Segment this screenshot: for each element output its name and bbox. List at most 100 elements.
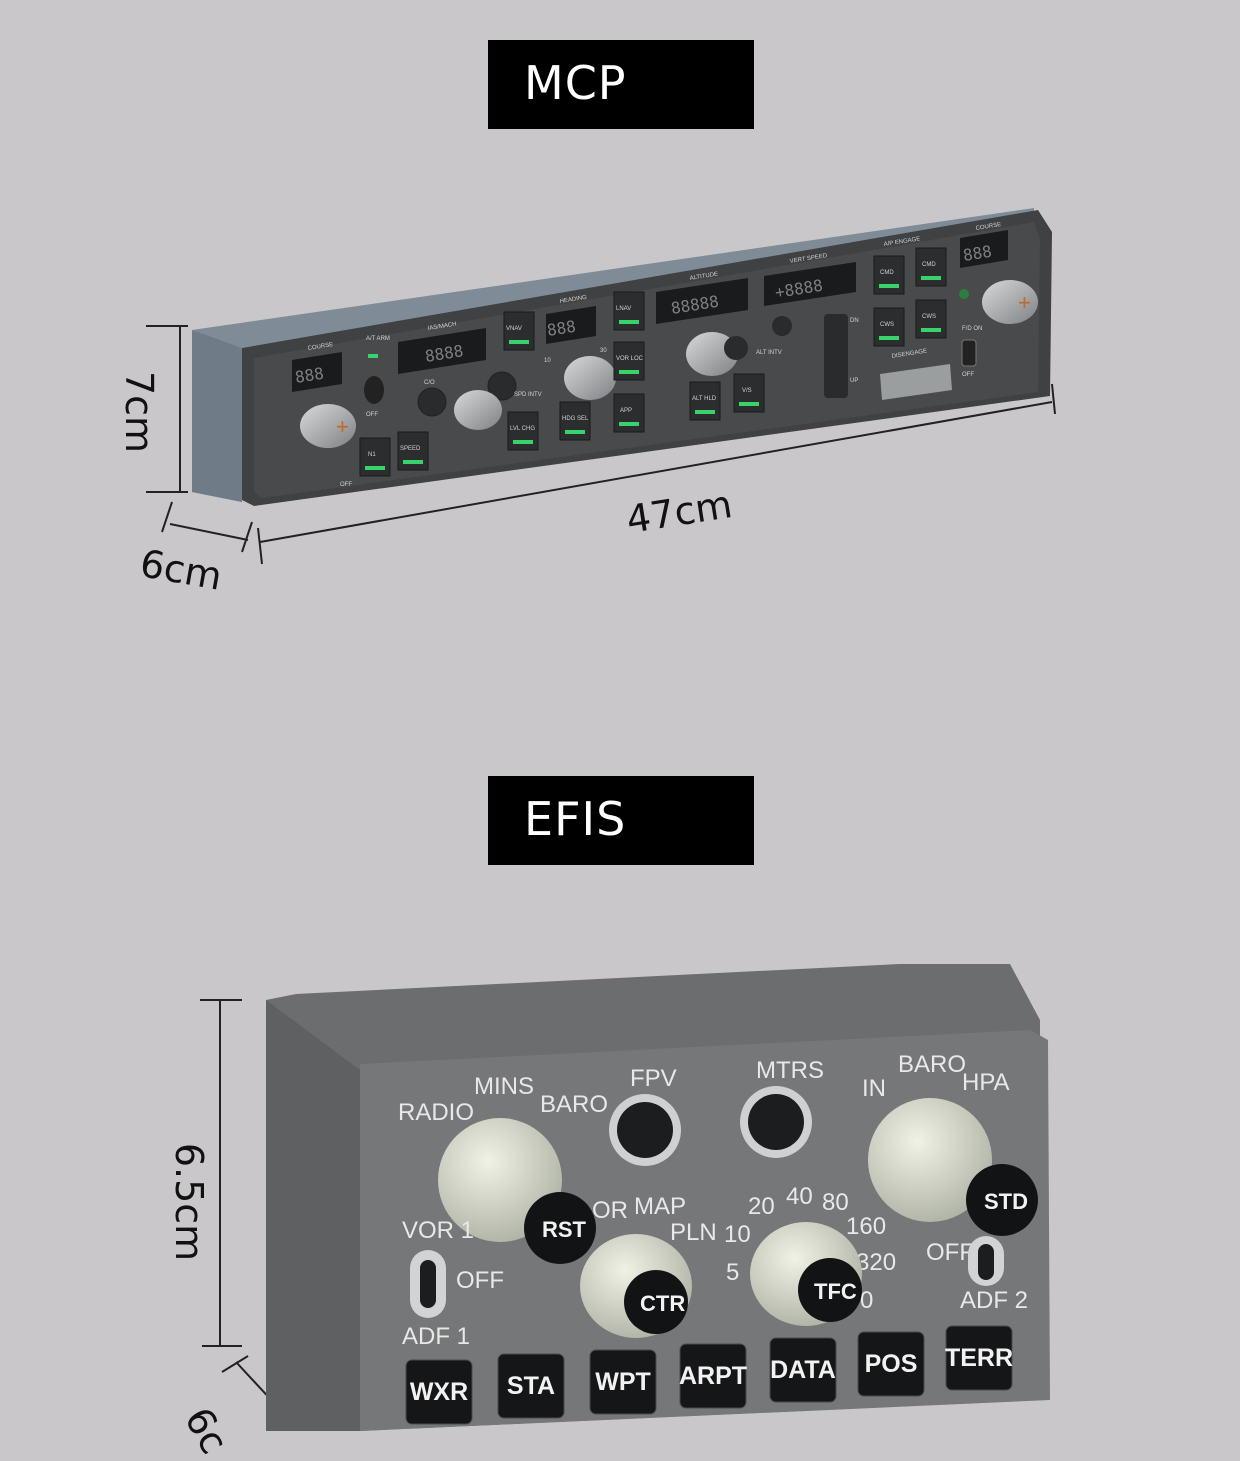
mcp-cws-a-button[interactable]: CWS [873,307,905,347]
efis-knob-std: STD [984,1189,1028,1214]
efis-label-hpa: HPA [962,1069,1010,1096]
mcp-label-disengage: DISENGAGE [891,348,927,360]
efis-key-arpt[interactable]: ARPT [679,1343,747,1409]
mcp-label-off-right: OFF [962,372,974,378]
mcp-label-lnav: LNAV [616,306,631,312]
efis-label-pln: PLN [670,1219,717,1246]
mcp-hdg-sel-button[interactable]: HDG SEL [559,401,591,441]
mcp-heading-knob[interactable] [564,356,616,400]
efis-key-label: STA [507,1372,555,1400]
mcp-cmd-b-button[interactable]: CMD [915,247,947,287]
mcp-label-dn: DN [850,318,859,324]
mcp-label-bank-10: 10 [544,358,551,364]
efis-key-terr[interactable]: TERR [945,1325,1013,1391]
mcp-alt-hld-button[interactable]: ALT HLD [689,381,721,421]
efis-fpv-button[interactable] [617,1102,673,1158]
efis-title: EFIS [524,792,627,846]
mcp-display-heading: 888 [546,317,578,340]
mcp-label-bank-30: 30 [600,348,607,354]
mcp-course-right-knob[interactable] [982,280,1038,324]
efis-label-map: MAP [634,1193,686,1220]
mcp-label-ap-engage: A/P ENGAGE [883,236,920,248]
mcp-fd-switch[interactable] [961,339,977,367]
mcp-height-label: 7cm [117,370,162,454]
efis-key-cap [857,1331,925,1397]
efis-label-vor1: VOR 1 [402,1217,474,1244]
efis-label-range-160: 160 [846,1213,886,1240]
efis-label-in: IN [862,1075,886,1102]
mcp-label-heading: HEADING [559,295,587,305]
mcp-alt-intv-button[interactable] [724,336,748,360]
mcp-n1-button[interactable]: N1 [359,437,391,477]
mcp-vs-thumbwheel[interactable] [824,314,848,398]
efis-mtrs-button[interactable] [748,1094,804,1150]
mcp-course-left: COURSE 888 [292,342,342,392]
efis-key-cap [497,1353,565,1419]
mcp-label-cws-a: CWS [880,322,894,328]
mcp-at-arm-light [368,354,378,358]
efis-key-data[interactable]: DATA [769,1337,837,1403]
mcp-lvl-chg-button[interactable]: LVL CHG [507,411,539,451]
mcp-label-ias-mach: IAS/MACH [427,322,457,332]
mcp-disengage-bar[interactable] [880,364,952,400]
efis-baro-knob[interactable] [868,1098,992,1222]
mcp-spd-intv-button[interactable] [487,371,517,401]
efis-label-range-640: 0 [860,1287,873,1314]
efis-label-mins: MINS [474,1073,534,1100]
plus-icon: + [1018,290,1031,315]
mcp-label-alt-intv: ALT INTV [756,350,782,356]
efis-label-adf1: ADF 1 [402,1323,470,1350]
mcp-display-course-left: 888 [294,364,326,387]
efis-label-baro-left: BARO [540,1091,608,1118]
efis-key-cap [679,1343,747,1409]
efis-key-cap [945,1325,1013,1391]
mcp-vor-loc-button[interactable]: VOR LOC [613,341,645,381]
efis-key-row: WXR STA WPT ARPT DATA POS TERR [405,1325,1013,1425]
efis-label-range-40: 40 [786,1183,813,1210]
efis-label-off1: OFF [456,1267,504,1294]
efis-key-sta[interactable]: STA [497,1353,565,1419]
efis-label-mtrs: MTRS [756,1057,824,1084]
efis-rst-button[interactable] [524,1192,596,1264]
efis-ctr-button[interactable] [624,1270,688,1334]
mcp-cmd-a-button[interactable]: CMD [873,255,905,295]
mcp-label-off-at: OFF [366,412,378,418]
mcp-vs-button[interactable]: V/S [733,373,765,413]
mcp-lnav-button[interactable]: LNAV [613,291,645,331]
mcp-speed-button[interactable]: SPEED [397,431,429,471]
efis-std-button[interactable] [966,1164,1038,1236]
efis-key-wpt[interactable]: WPT [589,1349,657,1415]
efis-knob-ctr: CTR [640,1291,685,1316]
efis-label-fpv: FPV [630,1065,677,1092]
mcp-label-vnav: VNAV [506,326,522,332]
mcp-co-button[interactable] [417,387,447,417]
mcp-label-course-left: COURSE [307,342,333,352]
mcp-label-up: UP [850,378,858,384]
mcp-app-button[interactable]: APP [613,393,645,433]
efis-key-cap [589,1349,657,1415]
mcp-label-cmd-b: CMD [922,262,936,268]
mcp-label-vert-speed: VERT SPEED [789,253,828,265]
efis-key-pos[interactable]: POS [857,1331,925,1397]
mcp-at-arm-switch[interactable] [364,376,384,404]
mcp-speed-knob[interactable] [454,390,502,430]
mcp-label-off-left: OFF [340,482,352,488]
mcp-course-left-knob[interactable] [300,404,356,448]
efis-key-wxr[interactable]: WXR [405,1359,473,1425]
efis-vor-adf1-switch[interactable] [420,1260,436,1308]
efis-label-adf2: ADF 2 [960,1287,1028,1314]
mcp-illustration: COURSE 888 + OFF A/T ARM OFF IAS/MACH 88… [146,208,1056,565]
mcp-altitude-knob[interactable] [686,332,738,376]
mcp-label-app: APP [620,408,632,414]
efis-vor-adf2-switch[interactable] [978,1244,994,1280]
mcp-fd-light [959,289,969,299]
mcp-vnav-button[interactable]: VNAV [503,311,535,351]
mcp-cws-b-button[interactable]: CWS [915,299,947,339]
efis-tfc-button[interactable] [798,1258,862,1322]
mcp-label-fd-on: F/D ON [962,326,982,332]
plus-icon: + [336,414,349,439]
efis-label-vor-partial: OR [592,1197,628,1224]
mcp-label-at-arm: A/T ARM [366,336,390,342]
efis-height-label: 6.5cm [167,1142,212,1262]
mcp-label-lvl-chg: LVL CHG [510,426,535,432]
